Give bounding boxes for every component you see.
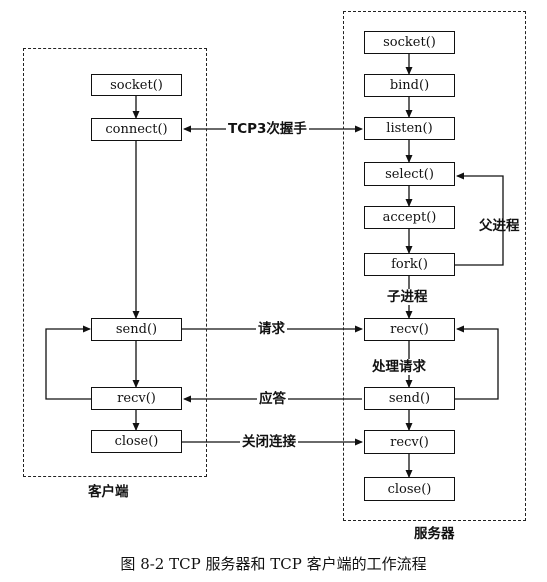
- parent-process-label: 父进程: [479, 218, 520, 234]
- client-region: [23, 48, 207, 477]
- handle-request-label: 处理请求: [370, 359, 428, 375]
- server-region-label: 服务器: [414, 526, 455, 542]
- client-close-box: close(): [91, 430, 182, 453]
- child-request-loop-arrow: [455, 325, 499, 400]
- server-socket-box: socket(): [364, 31, 455, 54]
- server-fork-box: fork(): [364, 253, 455, 276]
- response-label: 应答: [257, 391, 288, 407]
- client-send-box: send(): [91, 318, 182, 341]
- close-connection-label: 关闭连接: [240, 434, 298, 450]
- client-region-label: 客户端: [88, 484, 129, 500]
- server-send-box: send(): [364, 387, 455, 410]
- handshake-label: TCP3次握手: [226, 121, 309, 137]
- figure-caption: 图 8-2 TCP 服务器和 TCP 客户端的工作流程: [120, 555, 427, 573]
- child-process-label: 子进程: [385, 289, 430, 305]
- client-recv-box: recv(): [91, 387, 182, 410]
- server-recv2-box: recv(): [364, 430, 455, 454]
- client-socket-box: socket(): [91, 74, 182, 96]
- parent-process-loop-arrow: [455, 172, 504, 266]
- server-listen-box: listen(): [364, 117, 455, 140]
- server-select-box: select(): [364, 162, 455, 186]
- server-region: [343, 11, 526, 521]
- server-close-box: close(): [364, 477, 455, 501]
- client-connect-box: connect(): [91, 118, 182, 141]
- server-recv-box: recv(): [364, 318, 455, 341]
- client-loop-arrow: [45, 325, 91, 400]
- server-accept-box: accept(): [364, 206, 455, 229]
- request-label: 请求: [256, 321, 287, 337]
- server-bind-box: bind(): [364, 74, 455, 97]
